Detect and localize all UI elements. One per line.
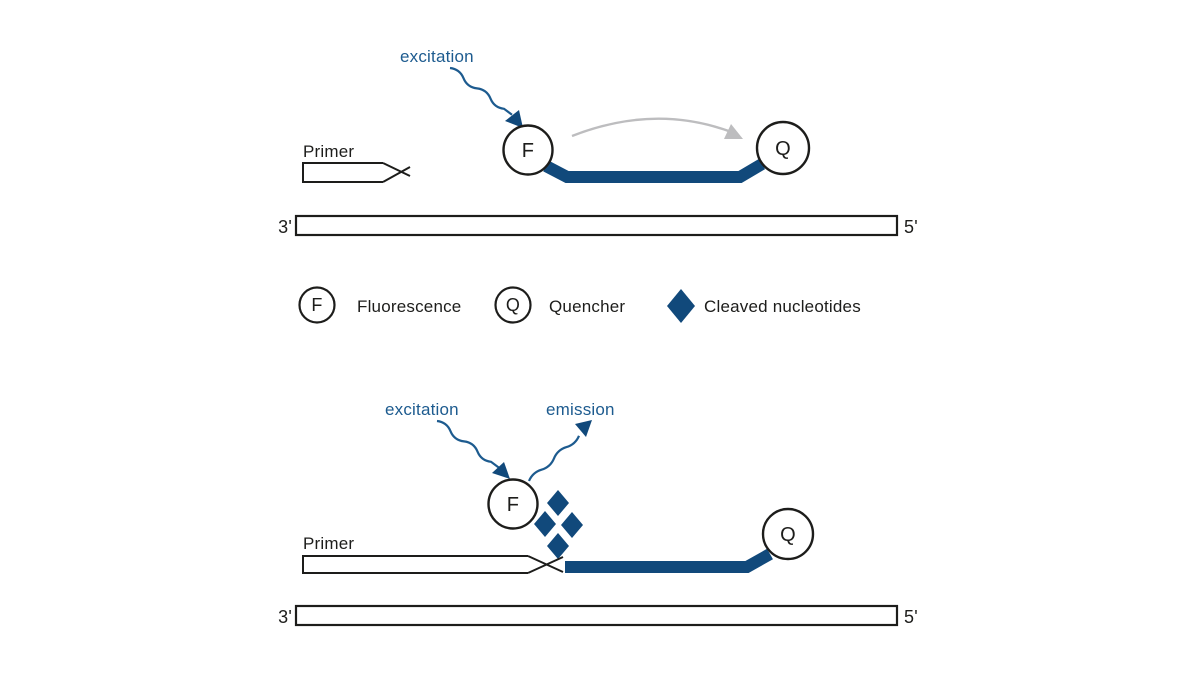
excitation-wavy-arrow xyxy=(436,419,500,469)
primer-arrow xyxy=(302,162,411,183)
primer-arrow xyxy=(302,555,564,574)
fluorophore-legend-letter: F xyxy=(311,295,322,315)
excitation-label: excitation xyxy=(400,47,474,66)
bottom-diagram: excitation emission F Q Primer 3' 5' xyxy=(278,400,918,627)
excitation-wavy-arrow xyxy=(449,66,513,116)
template-strand xyxy=(294,604,899,627)
fluorescence-legend-label: Fluorescence xyxy=(357,297,461,316)
quencher-legend-letter: Q xyxy=(506,295,520,315)
strand-3prime-label: 3' xyxy=(278,607,292,627)
primer-label: Primer xyxy=(303,534,354,553)
cleaved-nucleotides-legend-label: Cleaved nucleotides xyxy=(704,297,861,316)
probe-strand-fragment xyxy=(565,548,773,573)
legend-item-cleaved-nucleotides: Cleaved nucleotides xyxy=(667,289,861,323)
quencher-letter: Q xyxy=(780,524,796,546)
nucleotide-diamond-icon xyxy=(667,289,695,323)
nucleotide-diamond-icon xyxy=(547,490,569,516)
strand-3prime-label: 3' xyxy=(278,217,292,237)
quencher-circle xyxy=(755,120,811,176)
fluorophore-letter: F xyxy=(507,494,519,516)
excitation-arrowhead-icon xyxy=(505,110,523,128)
strand-5prime-label: 5' xyxy=(904,607,918,627)
strand-5prime-label: 5' xyxy=(904,217,918,237)
legend: F Fluorescence Q Quencher Cleaved nucleo… xyxy=(298,286,861,324)
legend-item-quencher: Q Quencher xyxy=(494,286,625,324)
emission-label: emission xyxy=(546,400,615,419)
top-diagram: excitation F Q Primer 3' 5' xyxy=(278,47,918,237)
quencher-letter: Q xyxy=(775,138,791,160)
nucleotide-diamond-icon xyxy=(561,512,583,538)
fluorophore-circle xyxy=(502,124,554,176)
fret-transfer-arc xyxy=(571,117,735,138)
primer-label: Primer xyxy=(303,142,354,161)
excitation-arrowhead-icon xyxy=(492,462,510,479)
nucleotide-diamond-icon xyxy=(534,511,556,537)
template-strand xyxy=(294,214,899,237)
fret-arrowhead-icon xyxy=(724,124,743,139)
emission-wavy-arrow xyxy=(527,435,581,482)
fluorophore-circle xyxy=(487,478,539,530)
fluorophore-legend-circle xyxy=(298,286,336,324)
excitation-label: excitation xyxy=(385,400,459,419)
fluorophore-letter: F xyxy=(522,140,534,162)
quencher-circle xyxy=(761,507,815,561)
probe-strand xyxy=(543,158,766,183)
emission-arrowhead-icon xyxy=(575,420,592,437)
nucleotide-diamond-icon xyxy=(547,533,569,559)
quencher-legend-label: Quencher xyxy=(549,297,625,316)
cleaved-nucleotides-cluster xyxy=(534,490,583,559)
legend-item-fluorescence: F Fluorescence xyxy=(298,286,461,324)
quencher-legend-circle xyxy=(494,286,532,324)
